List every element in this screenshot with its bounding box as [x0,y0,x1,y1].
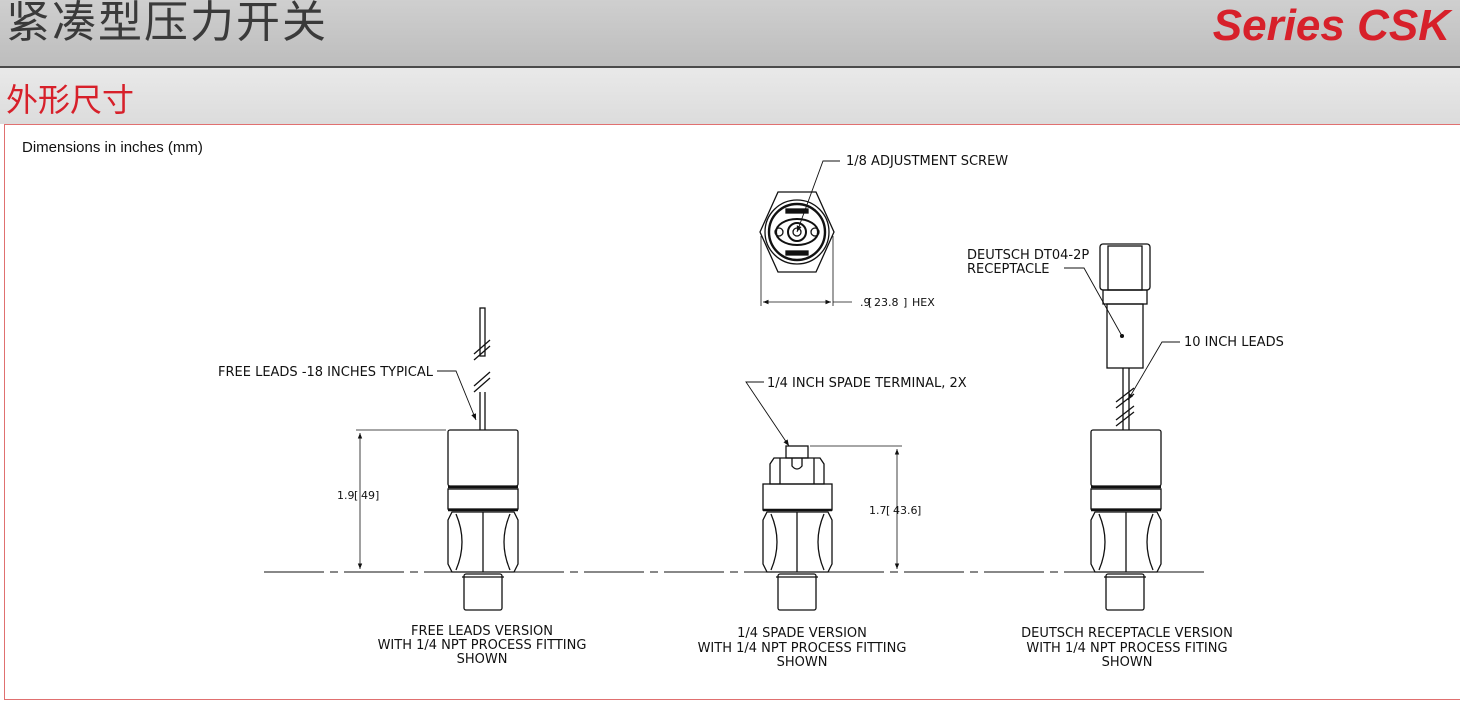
svg-text:[: [ [868,296,872,309]
deutsch-caption-line3: SHOWN [1102,655,1153,670]
spade-caption-line1: 1/4 SPADE VERSION [737,626,867,641]
deutsch-caption-line1: DEUTSCH RECEPTACLE VERSION [1021,626,1233,641]
section-title: 外形尺寸 [6,81,135,119]
svg-text:]: ] [917,504,921,517]
hex-dimension-mm: 23.8 [874,296,899,309]
svg-text:]: ] [903,296,907,309]
deutsch-receptacle-callout-line1: DEUTSCH DT04-2P [967,248,1089,263]
hex-suffix: HEX [912,296,935,309]
free-leads-caption-line2: WITH 1/4 NPT PROCESS FITTING [378,638,587,653]
section-band [0,68,1460,124]
free-leads-height-dim-mm: 49 [361,489,375,502]
spade-terminal-callout: 1/4 INCH SPADE TERMINAL, 2X [767,376,967,391]
spade-height-dim-mm: 43.6 [893,504,918,517]
spade-caption-line2: WITH 1/4 NPT PROCESS FITTING [698,641,907,656]
svg-text:[: [ [886,504,890,517]
deutsch-switch [1064,243,1180,611]
free-leads-caption-line1: FREE LEADS VERSION [411,624,553,639]
free-leads-height-dim: 1.9 [337,489,355,502]
spade-height-dim: 1.7 [869,504,887,517]
deutsch-leads-callout: 10 INCH LEADS [1184,335,1284,350]
svg-text:[: [ [354,489,358,502]
adjustment-screw-callout: 1/8 ADJUSTMENT SCREW [846,154,1008,169]
svg-text:]: ] [375,489,379,502]
top-view-hex [759,160,852,306]
units-note: Dimensions in inches (mm) [22,139,203,156]
free-leads-switch [356,307,519,611]
deutsch-receptacle-callout-line2: RECEPTACLE [967,262,1050,277]
hex-dimension: .9 [860,296,871,309]
header-band [0,0,1460,68]
free-leads-callout: FREE LEADS -18 INCHES TYPICAL [218,365,434,380]
page-title: 紧凑型压力开关 [6,0,328,48]
deutsch-caption-line2: WITH 1/4 NPT PROCESS FITING [1026,641,1227,656]
series-title: Series CSK [1212,1,1450,50]
drawing-frame [4,124,1460,700]
spade-switch [745,381,902,611]
spade-caption-line3: SHOWN [777,655,828,670]
free-leads-caption-line3: SHOWN [457,652,508,667]
